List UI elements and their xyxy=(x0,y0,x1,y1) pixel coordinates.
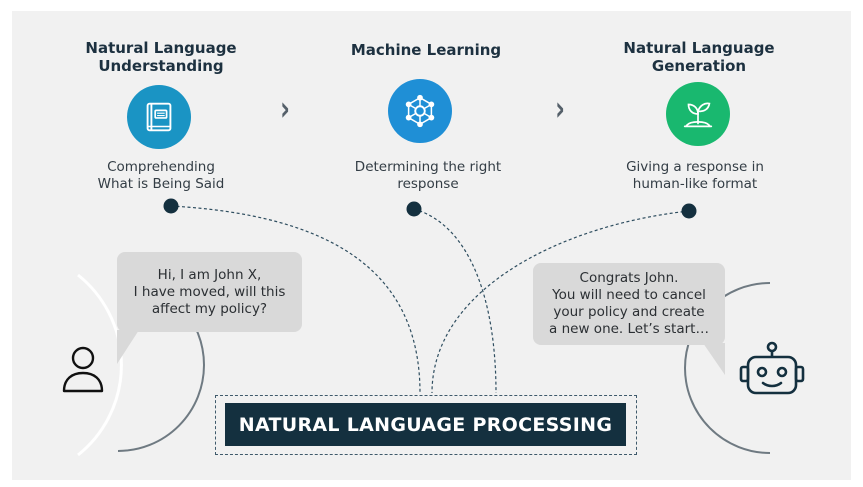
stage-icon-learning xyxy=(388,79,452,143)
book-icon xyxy=(146,102,172,132)
user-bubble-tail xyxy=(117,330,139,364)
network-graph-icon xyxy=(405,94,435,128)
node-understanding xyxy=(163,198,179,214)
stage-icon-generation xyxy=(666,82,730,146)
connector-generation xyxy=(431,210,690,394)
user-arc xyxy=(77,273,123,457)
user-message-bubble: Hi, I am John X, I have moved, will this… xyxy=(117,252,302,332)
person-icon xyxy=(62,346,104,393)
stage-icon-understanding xyxy=(127,85,191,149)
nlp-core-label: NATURAL LANGUAGE PROCESSING xyxy=(225,403,626,446)
robot-icon xyxy=(739,341,805,395)
node-learning xyxy=(406,201,422,217)
stage-desc-understanding: Comprehending What is Being Said xyxy=(97,159,225,192)
connector-understanding xyxy=(170,205,421,394)
bot-arc xyxy=(684,282,771,454)
plant-sprout-icon xyxy=(683,102,713,128)
nlp-core-frame: NATURAL LANGUAGE PROCESSING xyxy=(215,395,637,455)
chevron-right-icon: › xyxy=(280,89,290,129)
stage-title-learning: Machine Learning xyxy=(350,41,502,59)
bot-bubble-tail xyxy=(703,343,725,375)
connector-learning xyxy=(413,208,497,394)
stage-desc-generation: Giving a response in human-like format xyxy=(626,159,764,192)
stage-desc-learning: Determining the right response xyxy=(354,159,502,192)
stage-title-generation: Natural Language Generation xyxy=(623,39,775,75)
stage-title-understanding: Natural Language Understanding xyxy=(85,39,237,75)
bot-message-bubble: Congrats John. You will need to cancel y… xyxy=(533,263,725,345)
node-generation xyxy=(681,203,697,219)
chevron-right-icon: › xyxy=(555,89,565,129)
